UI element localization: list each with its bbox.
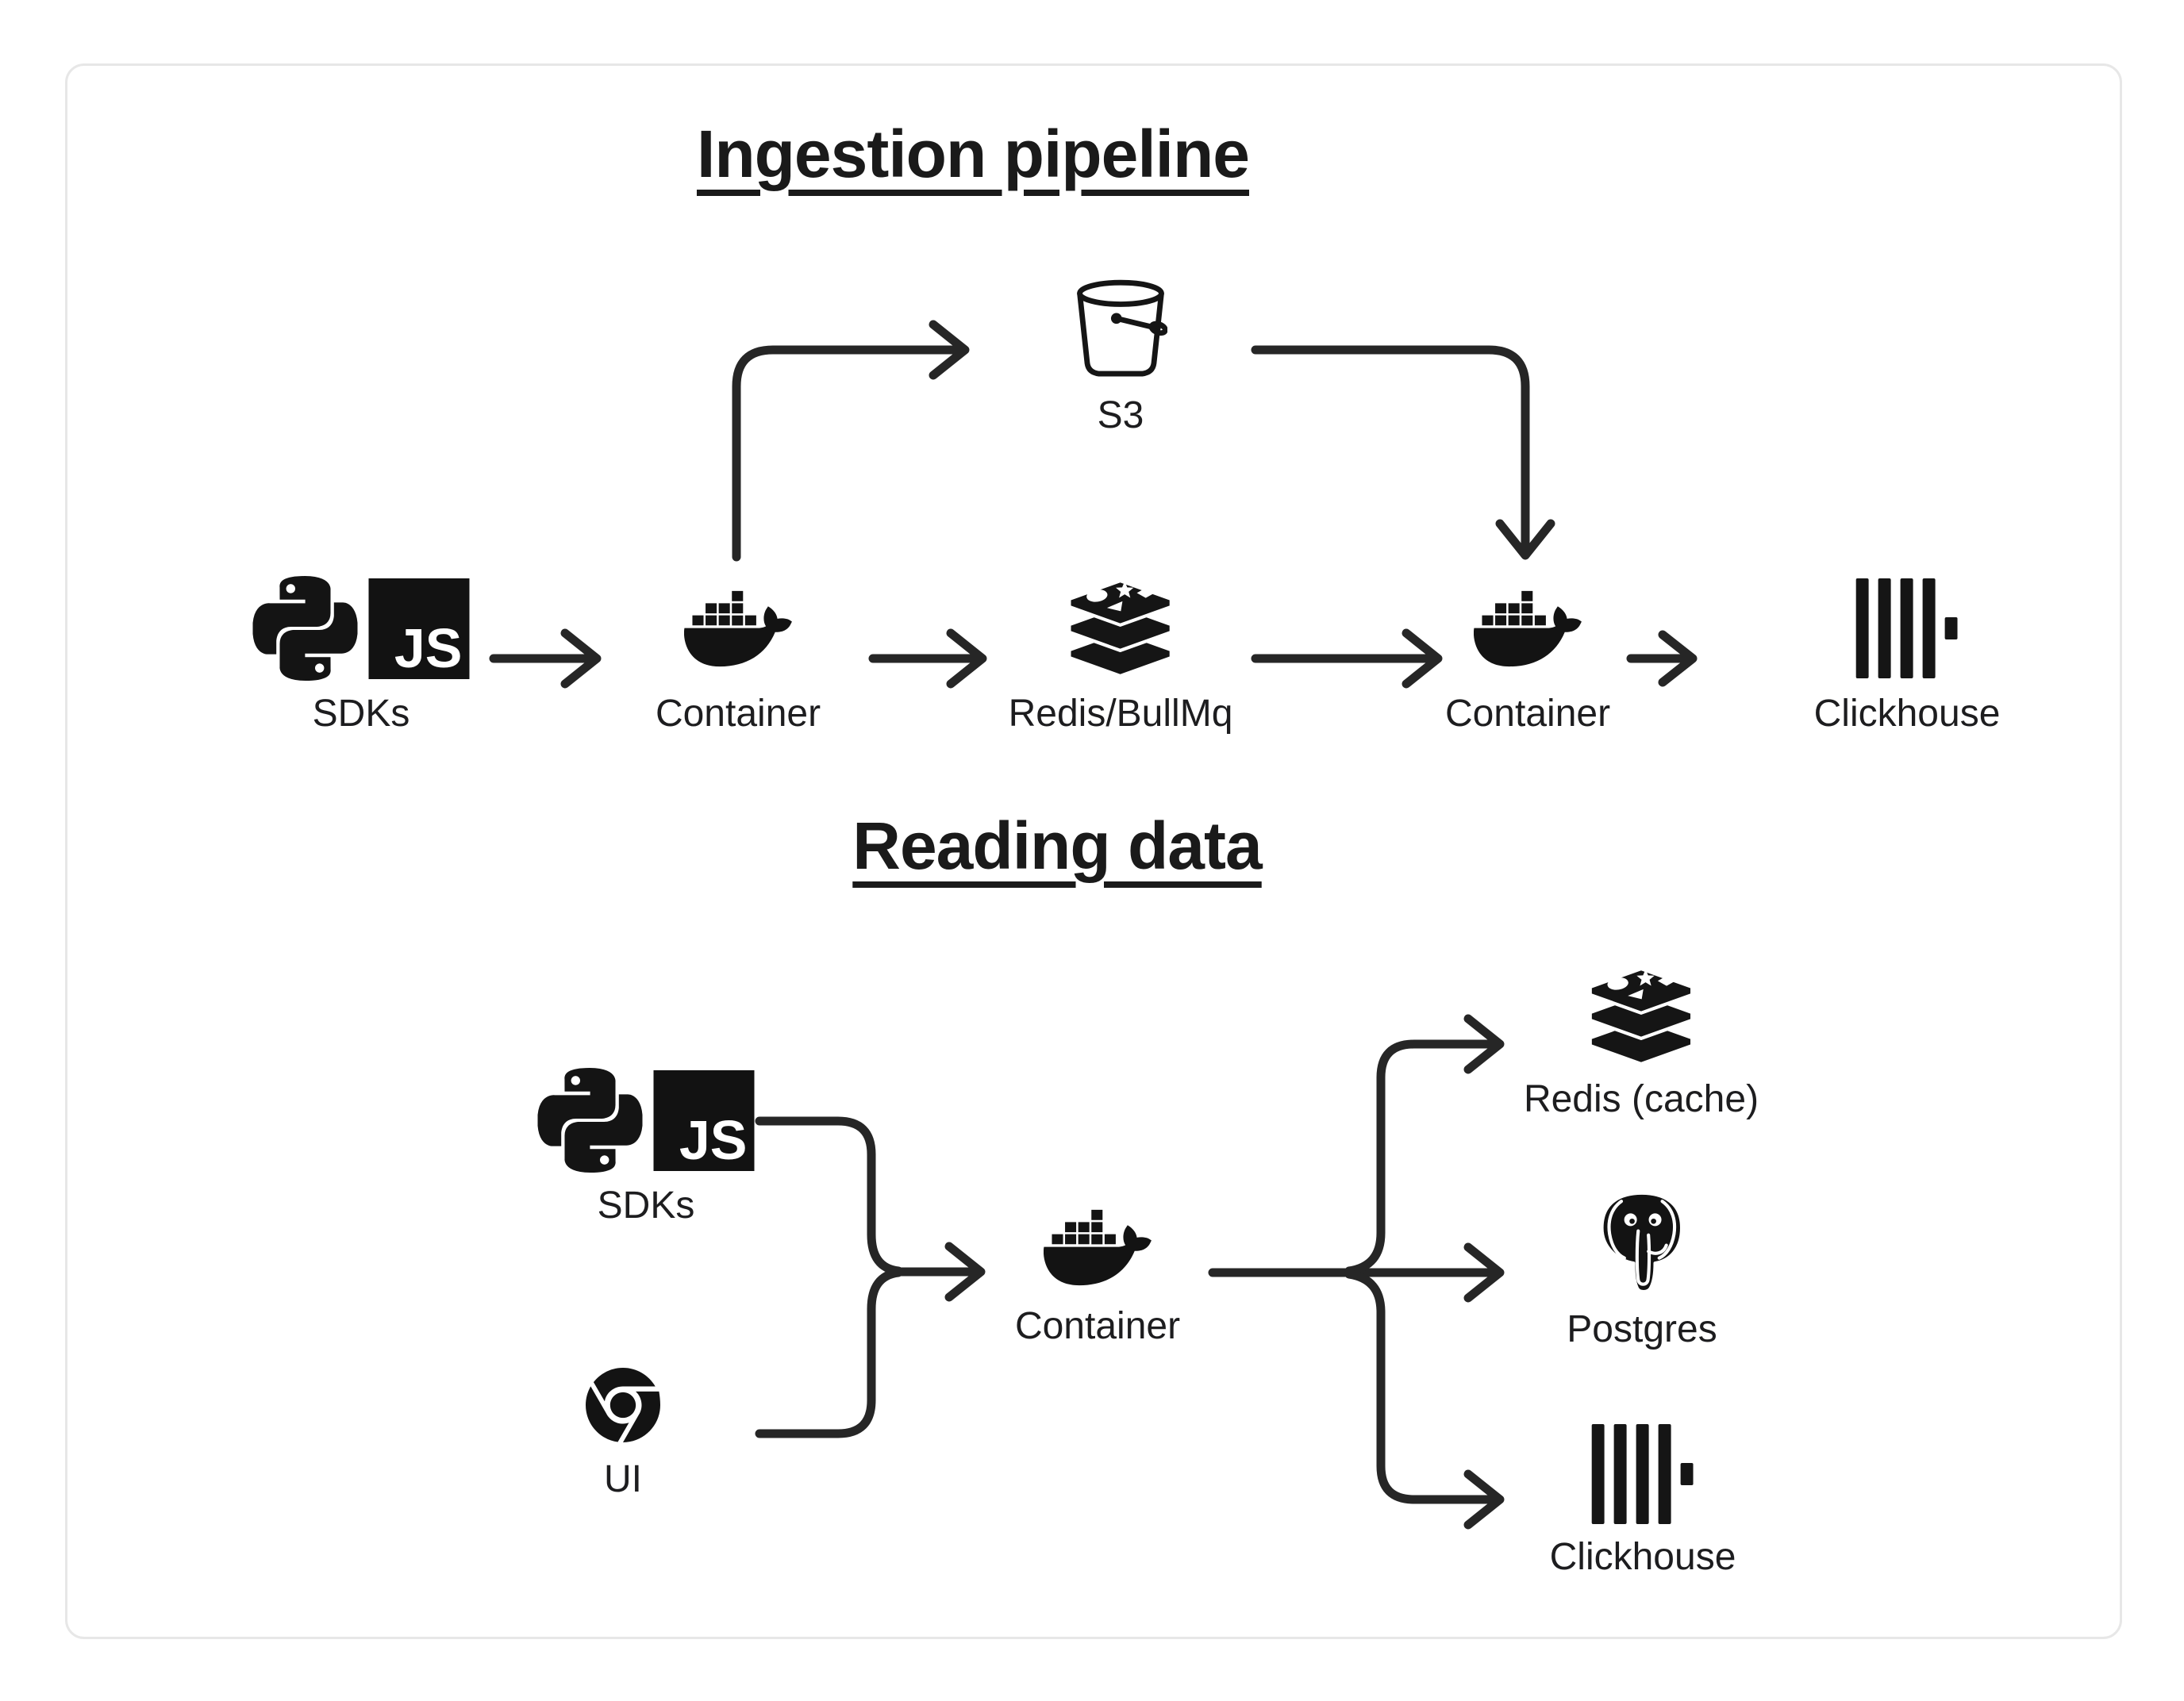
redis-icon: [1065, 581, 1176, 676]
line-sdks-merge: [755, 1116, 903, 1276]
node-postgres: Postgres: [1567, 1190, 1717, 1351]
docker-icon: [1044, 1204, 1152, 1291]
node-label: Clickhouse: [1549, 1536, 1736, 1578]
node-label: Container: [655, 693, 821, 735]
arrow-merge-to-container: [890, 1242, 986, 1302]
diagram-card: [65, 63, 2122, 1639]
redis-icon: [1586, 969, 1697, 1064]
clickhouse-icon: [1856, 578, 1958, 678]
docker-icon: [1474, 586, 1582, 672]
node-ui: UI: [586, 1367, 660, 1501]
arrow-sdks-to-container: [489, 628, 602, 689]
node-container-reading: Container: [1015, 1203, 1180, 1348]
node-redis-cache: Redis (cache): [1524, 968, 1759, 1121]
node-label: S3: [1097, 394, 1144, 436]
arrow-redis-to-container: [1251, 628, 1443, 689]
clickhouse-icon: [1592, 1424, 1694, 1524]
arrow-container-to-redis: [868, 628, 987, 689]
node-container-ingest-2: Container: [1445, 576, 1610, 735]
arrow-container-to-redis-cache: [1344, 1014, 1505, 1276]
node-label: SDKs: [597, 1185, 695, 1227]
node-label: Postgres: [1567, 1308, 1717, 1350]
node-label: Redis (cache): [1523, 1078, 1759, 1120]
node-redis-bullmq: Redis/BullMq: [1008, 576, 1233, 735]
arrow-container-to-clickhouse: [1626, 630, 1698, 687]
javascript-icon: [654, 1070, 755, 1171]
node-label: Container: [1444, 693, 1611, 735]
docker-icon: [684, 586, 792, 672]
s3-bucket-icon: [1074, 279, 1167, 381]
line-ui-merge: [755, 1268, 903, 1438]
arrow-container-to-s3: [732, 320, 970, 562]
chrome-icon: [586, 1368, 660, 1442]
node-clickhouse-ingest: Clickhouse: [1813, 576, 2001, 735]
node-container-ingest-1: Container: [656, 576, 821, 735]
section-title-ingestion: Ingestion pipeline: [696, 117, 1250, 191]
node-label: UI: [604, 1458, 642, 1500]
node-label: SDKs: [312, 693, 410, 735]
arrow-container-to-clickhouse-2: [1344, 1269, 1505, 1530]
python-icon: [253, 576, 358, 681]
javascript-icon: [369, 578, 470, 679]
python-icon: [538, 1068, 643, 1173]
section-title-reading: Reading data: [852, 808, 1262, 883]
arrow-s3-to-container: [1251, 345, 1555, 560]
node-clickhouse-reading: Clickhouse: [1550, 1424, 1736, 1579]
node-label: Container: [1014, 1305, 1181, 1347]
node-label: Redis/BullMq: [1008, 693, 1233, 735]
node-sdks-ingestion: SDKs: [253, 576, 470, 735]
node-s3: S3: [1074, 279, 1167, 437]
node-sdks-reading: SDKs: [538, 1068, 755, 1227]
node-label: Clickhouse: [1813, 693, 2001, 735]
postgres-icon: [1590, 1190, 1693, 1296]
